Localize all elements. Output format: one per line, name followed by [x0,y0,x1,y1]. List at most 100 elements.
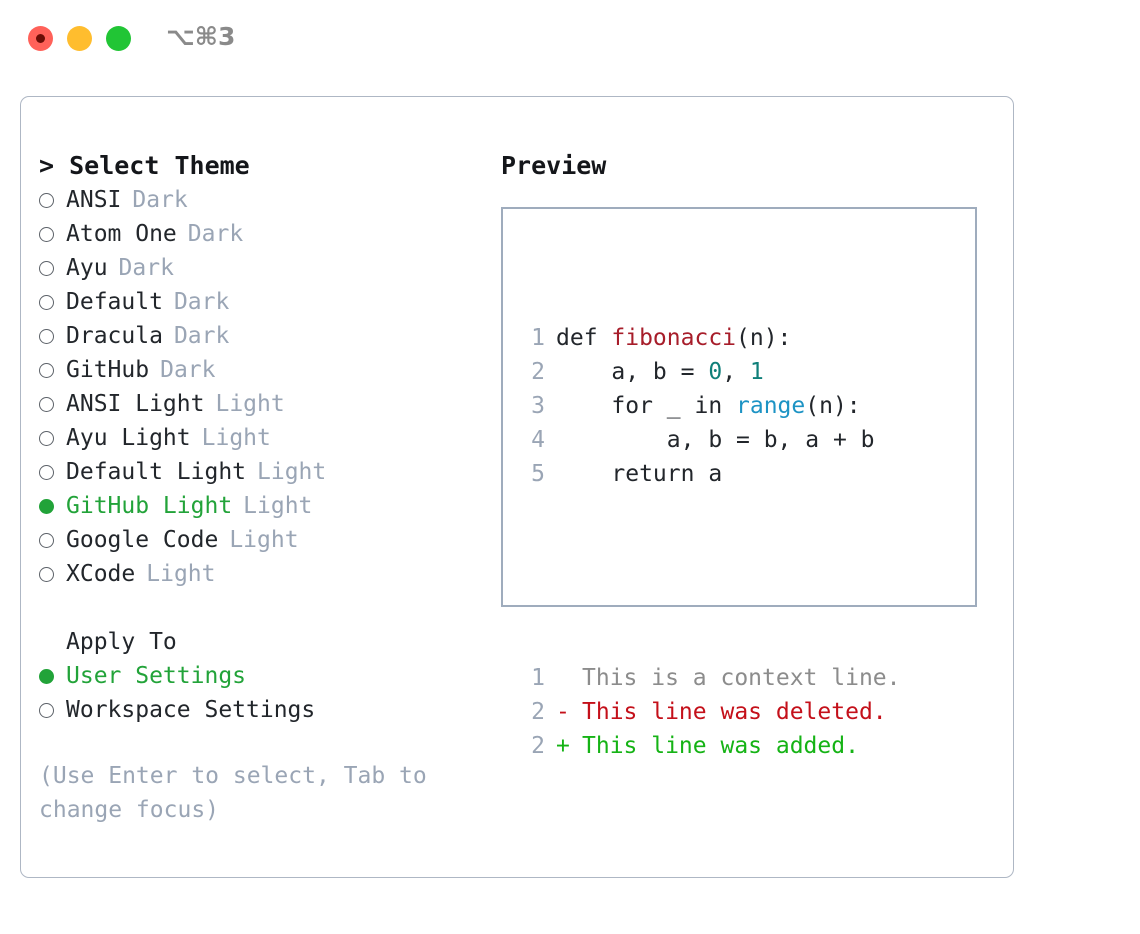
theme-item[interactable]: Ayu Light Light [39,421,479,455]
code-line: 5 return a [523,457,901,491]
line-number: 3 [531,393,545,419]
radio-unselected-icon[interactable] [39,192,54,208]
theme-item-badge: Dark [173,323,230,349]
apply-to-option[interactable]: Workspace Settings [39,693,479,727]
code-token: a, b = b, a + b [556,427,875,453]
diff-block: 1 This is a context line.2-This line was… [523,661,901,763]
line-number: 1 [531,665,545,691]
theme-item[interactable]: Default Dark [39,285,479,319]
theme-item-badge: Light [146,561,216,587]
theme-item-label: GitHub [66,357,150,383]
apply-to-option-label: Workspace Settings [66,697,316,723]
code-token: a, b = [556,359,709,385]
radio-unselected-icon[interactable] [39,566,54,582]
radio-unselected-icon[interactable] [39,430,54,446]
code-line: 2 a, b = 0, 1 [523,355,901,389]
diff-text: This is a context line. [582,665,901,691]
radio-unselected-icon[interactable] [39,532,54,548]
theme-item-label: Google Code [66,527,219,553]
theme-item-badge: Dark [173,289,230,315]
theme-item-label: Default [66,289,163,315]
code-token: (n): [736,325,792,351]
title-bar: ⌥⌘3 [0,0,1140,78]
theme-item-badge: Dark [118,255,174,281]
diff-line: 1 This is a context line. [523,661,901,695]
apply-to-option[interactable]: User Settings [39,659,479,693]
line-number: 2 [531,359,545,385]
theme-item-badge: Dark [187,221,244,247]
diff-line: 2 + This line was added. [523,729,901,763]
theme-item[interactable]: GitHub Dark [39,353,479,387]
code-token: range [736,393,806,419]
minimize-button[interactable] [67,26,92,51]
theme-item-label: XCode [66,561,136,587]
theme-item-label: Dracula [66,323,163,349]
theme-item-label: Ayu Light [66,425,191,451]
line-number: 2 [531,699,545,725]
diff-marker [556,661,582,695]
radio-unselected-icon[interactable] [39,294,54,310]
theme-item-badge: Dark [132,187,188,213]
code-token: fibonacci [611,325,737,351]
theme-item[interactable]: Google Code Light [39,523,479,557]
theme-item[interactable]: ANSI Dark [39,183,479,217]
theme-item-label: ANSI [66,187,122,213]
zoom-button[interactable] [106,26,131,51]
spacer-bullet [39,635,54,650]
apply-to-option-label: User Settings [66,663,247,689]
code-line: 1 def fibonacci(n): [523,321,901,355]
theme-item-badge: Dark [160,357,216,383]
line-number: 4 [531,427,545,453]
theme-item[interactable]: ANSI Light Light [39,387,479,421]
code-token: 1 [749,359,764,385]
diff-marker: + [556,733,570,759]
theme-item-label: ANSI Light [66,391,205,417]
code-token: (n): [805,393,861,419]
theme-item[interactable]: Dracula Dark [39,319,479,353]
theme-item[interactable]: XCode Light [39,557,479,591]
code-line: 4 a, b = b, a + b [523,423,901,457]
code-token: 0 [708,359,723,385]
radio-selected-icon[interactable] [39,668,54,684]
page-title: > Select Theme [39,151,250,180]
theme-item-label: Default Light [66,459,247,485]
diff-text: This line was added. [582,733,859,759]
radio-selected-icon[interactable] [39,498,54,514]
radio-unselected-icon[interactable] [39,362,54,378]
code-token: def [556,325,612,351]
line-number: 1 [531,325,545,351]
radio-unselected-icon[interactable] [39,396,54,412]
theme-item-badge: Light [229,527,299,553]
radio-unselected-icon[interactable] [39,260,54,276]
theme-item[interactable]: GitHub Light Light [39,489,479,523]
close-button[interactable] [28,26,53,51]
theme-item-label: GitHub Light [66,493,233,519]
radio-unselected-icon[interactable] [39,702,54,718]
apply-to-heading: Apply To [39,625,479,659]
theme-item-badge: Light [243,493,313,519]
theme-item-label: Ayu [66,255,108,281]
radio-unselected-icon[interactable] [39,464,54,480]
code-token: for _ in [556,393,737,419]
code-token: return a [556,461,723,487]
code-line: 3 for _ in range(n): [523,389,901,423]
theme-item[interactable]: Ayu Dark [39,251,479,285]
diff-text: This line was deleted. [582,699,887,725]
line-number: 5 [531,461,545,487]
radio-unselected-icon[interactable] [39,328,54,344]
theme-item-badge: Light [201,425,271,451]
line-number: 2 [531,733,545,759]
keyboard-shortcut-label: ⌥⌘3 [166,22,236,51]
radio-unselected-icon[interactable] [39,226,54,242]
theme-item-badge: Light [215,391,285,417]
